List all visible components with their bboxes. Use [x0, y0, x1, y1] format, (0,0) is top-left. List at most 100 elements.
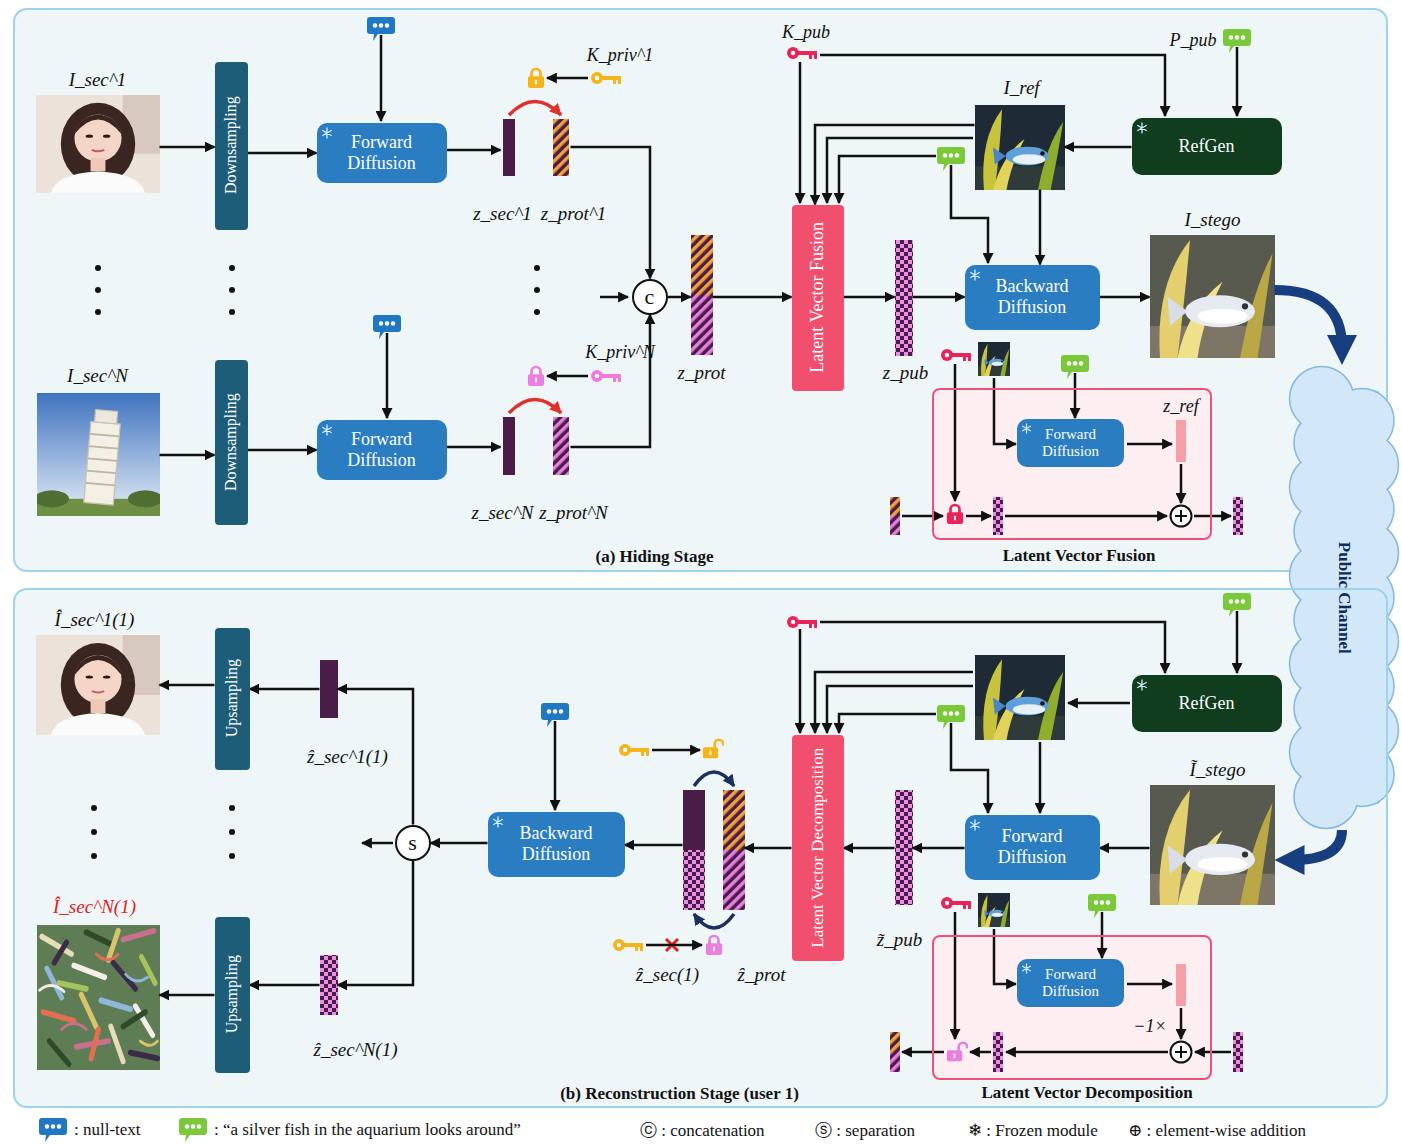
flow-arrows: [646, 944, 702, 947]
icons: [619, 744, 649, 756]
text-anchor: : null-text: [74, 1120, 141, 1140]
stage-panel: (a) Hiding StageI_sec^1DownsamplingForwa…: [13, 8, 1388, 572]
variable-label: I_ref: [1003, 77, 1039, 98]
variable-label: Ĩ_stego: [1190, 759, 1246, 780]
flow-arrows: [1194, 515, 1231, 518]
flow-connector: [160, 454, 215, 457]
variable-label: z_prot^N: [539, 502, 608, 523]
legend-text: ⊕ : element-wise addition: [1128, 1121, 1306, 1140]
ellipsis-dots: [229, 265, 235, 271]
frozen-marks: [1023, 964, 1031, 973]
frozen-marks: [494, 817, 503, 827]
text-anchor: z_pub: [883, 362, 928, 384]
module-label: RefGen: [1179, 136, 1235, 157]
text-anchor: z_prot^1: [541, 203, 606, 225]
module-box: Upsampling: [215, 917, 250, 1073]
ellipsis-dots: [91, 265, 540, 859]
module-box: Forward Diffusion: [965, 815, 1100, 880]
module-box: Downsampling: [215, 62, 248, 230]
text-anchor: I_ref: [1003, 77, 1039, 99]
flow-arrows: [820, 622, 1165, 673]
latent-bars: [895, 240, 913, 356]
image-tile: Î_sec^1(1): [36, 635, 160, 735]
flow-arrows: [600, 296, 628, 299]
text-anchor: ⊕ : element-wise addition: [1128, 1120, 1306, 1141]
flow-connector: [160, 146, 215, 149]
stage-caption: (b) Reconstruction Stage (user 1): [560, 1084, 799, 1103]
latent-bars: [1176, 420, 1186, 462]
flow-connector: [571, 315, 651, 448]
text-anchor: (b) Reconstruction Stage (user 1): [560, 1084, 799, 1104]
flow-arrows: [954, 912, 957, 1039]
channel-arrow: [1275, 290, 1343, 347]
text-anchor: ⓒ : concatenation: [640, 1119, 765, 1142]
variable-label: I_stego: [1185, 209, 1241, 230]
panel-fills: [932, 388, 1212, 540]
swap-arrows: [509, 102, 561, 116]
flow-connector: [160, 684, 215, 687]
variable-label: z_prot^1: [541, 203, 606, 224]
frozen-marks: [1138, 123, 1147, 133]
flow-arrows: [1195, 1051, 1231, 1054]
latent-bars: [1176, 964, 1186, 1006]
text-anchor: z_prot^N: [539, 502, 608, 524]
variable-label: z_pub: [883, 362, 928, 383]
module-box: Latent Vector Decomposition: [792, 735, 844, 961]
module-label: Forward Diffusion: [325, 132, 439, 173]
flow-arrows: [839, 714, 936, 733]
text-anchor: P_pub: [1170, 30, 1217, 51]
operator-symbol: c: [645, 284, 655, 309]
symbol-label: K_priv^1: [587, 45, 654, 65]
variable-label: z_sec^N: [472, 502, 534, 523]
module-box: Forward Diffusion: [1017, 419, 1124, 467]
module-label: Latent Vector Decomposition: [808, 748, 828, 948]
icons: [947, 1043, 967, 1062]
latent-bars: [691, 235, 713, 295]
image-tile: I_sec^1: [36, 95, 160, 193]
module-box: Downsampling: [215, 360, 248, 525]
flow-arrows: [994, 929, 1016, 984]
flow-arrows: [815, 672, 973, 733]
latent-bars: [320, 660, 338, 718]
symbol-label: −1×: [1133, 1016, 1166, 1036]
module-box: Backward Diffusion: [965, 265, 1100, 330]
text-anchor: K_priv^1: [587, 45, 654, 66]
flow-arrows: [1039, 742, 1042, 813]
flow-arrows: [970, 1051, 991, 1054]
icons: [613, 939, 643, 951]
panel-fills: [13, 8, 1388, 1108]
frozen-marks: [971, 820, 980, 830]
frozen-marks: [323, 128, 332, 138]
flow-connector: [713, 296, 792, 299]
frozen-marks: [1138, 680, 1147, 690]
flow-connector: [447, 446, 501, 449]
flow-connector: [844, 296, 895, 299]
swap-arrows: [509, 400, 561, 414]
variable-label: I_sec^1: [69, 69, 127, 90]
module-box: Forward Diffusion: [1017, 959, 1124, 1007]
flow-arrows: [820, 55, 1165, 116]
icons: [39, 1118, 67, 1142]
stage-caption: (a) Hiding Stage: [595, 547, 713, 566]
flow-connector: [625, 844, 683, 847]
flow-connector: [1100, 847, 1150, 850]
latent-bars: [503, 119, 515, 176]
latent-bars: [890, 1052, 900, 1072]
text-anchor: ẑ_sec^1(1): [307, 746, 388, 768]
ellipsis-dots: [95, 309, 101, 315]
flow-arrows: [362, 842, 393, 845]
icons: [528, 367, 544, 386]
frozen-marks: [971, 270, 980, 280]
icons: [941, 897, 971, 909]
flow-connector: [913, 296, 965, 299]
cloud-outline: [1295, 765, 1358, 828]
icons: [1171, 1042, 1192, 1063]
latent-bars: [723, 790, 745, 850]
operator-symbol: s: [408, 830, 417, 855]
ellipsis-dots: [534, 309, 540, 315]
latent-bars: [320, 955, 338, 1015]
ellipsis-dots: [229, 829, 235, 835]
legend-text: ⓢ : separation: [815, 1121, 915, 1140]
flow-arrows: [1180, 1008, 1183, 1039]
ellipsis-dots: [229, 853, 235, 859]
